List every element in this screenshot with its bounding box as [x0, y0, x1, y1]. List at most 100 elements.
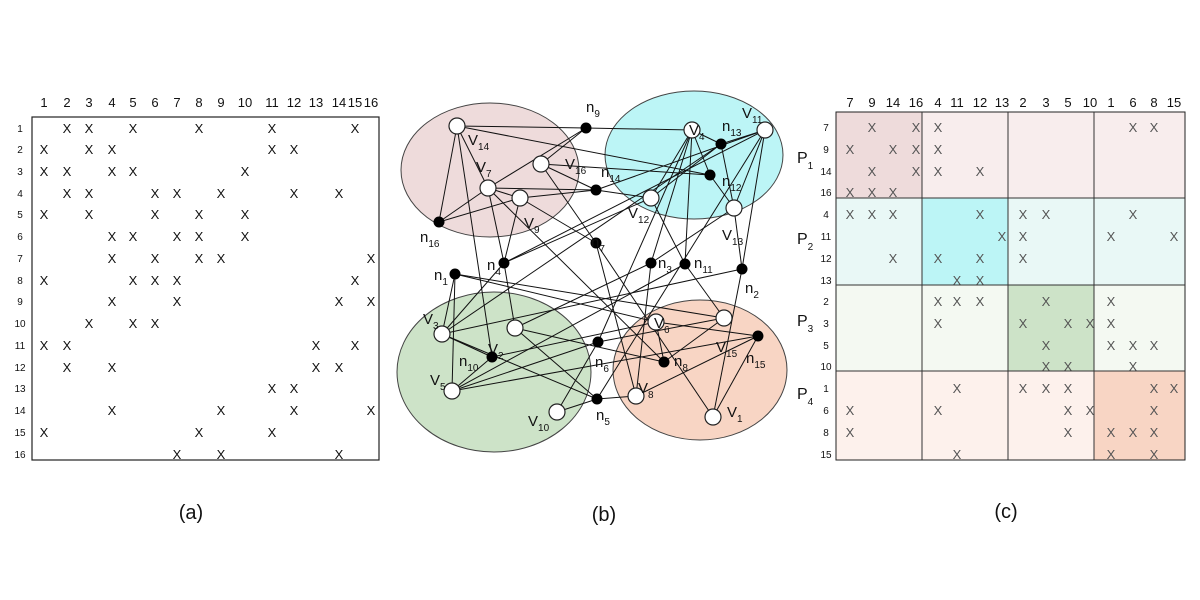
matrix-c-col-label: 9: [868, 95, 875, 110]
net-node-n7: [590, 237, 602, 249]
matrix-a-entry-mark: X: [151, 186, 160, 201]
matrix-a-entry-mark: X: [40, 273, 49, 288]
hypergraph-edge: [441, 273, 456, 335]
net-label-sub: 2: [753, 290, 759, 301]
hypergraph-edge: [519, 189, 597, 199]
matrix-c-entry-mark: X: [976, 294, 985, 309]
matrix-c-row-label: 6: [823, 406, 829, 417]
vertex-node-v6: [647, 313, 665, 331]
hypergraph-edge: [487, 187, 505, 264]
matrix-c-col-label: 15: [1167, 95, 1181, 110]
matrix-a-row-label: 7: [17, 254, 23, 265]
hypergraph-edge: [441, 333, 598, 400]
matrix-a-entry-mark: X: [63, 164, 72, 179]
matrix-c-block: [1008, 285, 1094, 371]
matrix-c-entry-mark: X: [1064, 359, 1073, 374]
net-label-sub: 1: [442, 277, 448, 288]
hypergraph-edge: [451, 356, 493, 392]
vertex-node-v14: [448, 117, 466, 135]
matrix-c-entry-mark: X: [953, 381, 962, 396]
vertex-label-sub: 6: [664, 325, 670, 336]
matrix-a-entry-mark: X: [40, 142, 49, 157]
matrix-a-entry-mark: X: [151, 207, 160, 222]
matrix-c-row-label: 7: [823, 123, 829, 134]
matrix-c-entry-mark: X: [1129, 120, 1138, 135]
hypergraph-edge: [451, 273, 456, 392]
matrix-a-entry-mark: X: [335, 294, 344, 309]
matrix-a-entry-mark: X: [290, 142, 299, 157]
matrix-a-col-label: 16: [364, 95, 378, 110]
matrix-a-col-label: 11: [265, 95, 279, 110]
hypergraph-edge: [595, 242, 637, 397]
matrix-c-entry-mark: X: [1129, 359, 1138, 374]
net-label-sub: 8: [682, 363, 688, 374]
caption-b: (b): [592, 504, 616, 526]
matrix-a-entry-mark: X: [129, 316, 138, 331]
matrix-c-entry-mark: X: [1129, 425, 1138, 440]
hypergraph-edge: [595, 189, 652, 199]
matrix-c-col-label: 5: [1064, 95, 1071, 110]
matrix-c-entry-mark: X: [1150, 338, 1159, 353]
matrix-a-entry-mark: X: [351, 338, 360, 353]
hypergraph-edge: [438, 187, 489, 223]
vertex-label-sub: 4: [699, 132, 705, 143]
vertex-node-v3: [433, 325, 451, 343]
matrix-a-entry-mark: X: [129, 121, 138, 136]
hypergraph-edge: [451, 341, 599, 392]
partition-label: P3: [797, 313, 814, 335]
matrix-a-entry-mark: X: [290, 186, 299, 201]
vertex-node-v16: [532, 155, 550, 173]
matrix-c-entry-mark: X: [953, 447, 962, 462]
hypergraph-edge: [438, 125, 458, 223]
matrix-c-entry-mark: X: [889, 142, 898, 157]
matrix-a-entry-mark: X: [290, 403, 299, 418]
matrix-a-entry-mark: X: [173, 294, 182, 309]
matrix-c-frame: [835, 111, 1186, 461]
matrix-a-entry-mark: X: [217, 447, 226, 462]
matrix-a-col-label: 13: [309, 95, 323, 110]
panel-b-hypergraph: V14V7V9V16V4V11V12V13V3V2V5V10V6V15V8V1n…: [396, 90, 788, 453]
matrix-c-entry-mark: X: [846, 403, 855, 418]
vertex-label-sub: 5: [440, 382, 446, 393]
matrix-a-entry-mark: X: [129, 164, 138, 179]
matrix-c-row-label: 13: [820, 276, 832, 287]
matrix-c-entry-mark: X: [868, 185, 877, 200]
matrix-a-entry-mark: X: [268, 381, 277, 396]
vertex-label-sub: 11: [752, 115, 763, 126]
net-label-sub: 5: [604, 417, 610, 428]
matrix-c-entry-mark: X: [846, 185, 855, 200]
matrix-c-col-label: 4: [934, 95, 941, 110]
vertex-node-v12: [642, 189, 660, 207]
vertex-node-v15: [715, 309, 733, 327]
hypergraph-edge: [733, 129, 766, 209]
net-label-sub: 4: [495, 267, 501, 278]
hypergraph-edge: [540, 163, 597, 191]
matrix-c-col-label: 12: [973, 95, 987, 110]
matrix-a-entry-mark: X: [63, 121, 72, 136]
matrix-c-entry-mark: X: [846, 142, 855, 157]
matrix-a-entry-mark: X: [108, 251, 117, 266]
net-label-sub: 10: [467, 363, 479, 374]
matrix-c-entry-mark: X: [1150, 381, 1159, 396]
matrix-c-entry-mark: X: [1150, 403, 1159, 418]
matrix-c-col-label: 2: [1019, 95, 1026, 110]
matrix-c-block: [1094, 112, 1185, 198]
matrix-c-entry-mark: X: [1019, 229, 1028, 244]
matrix-c-block: [922, 112, 1008, 198]
matrix-c-col-label: 6: [1129, 95, 1136, 110]
matrix-c-block: [1094, 371, 1185, 460]
vertex-label-sub: 3: [433, 321, 439, 332]
hypergraph-edge: [540, 127, 587, 165]
matrix-a-row-label: 13: [14, 384, 26, 395]
matrix-c-entry-mark: X: [953, 294, 962, 309]
matrix-a-entry-mark: X: [108, 229, 117, 244]
matrix-a-entry-mark: X: [85, 142, 94, 157]
matrix-a-col-label: 14: [332, 95, 346, 110]
matrix-c-col-label: 10: [1083, 95, 1097, 110]
matrix-a-entry-mark: X: [151, 251, 160, 266]
partition-label-sub: 2: [808, 242, 814, 253]
matrix-c-row-label: 9: [823, 145, 829, 156]
matrix-a-col-label: 7: [173, 95, 180, 110]
hypergraph-edge: [441, 268, 743, 335]
